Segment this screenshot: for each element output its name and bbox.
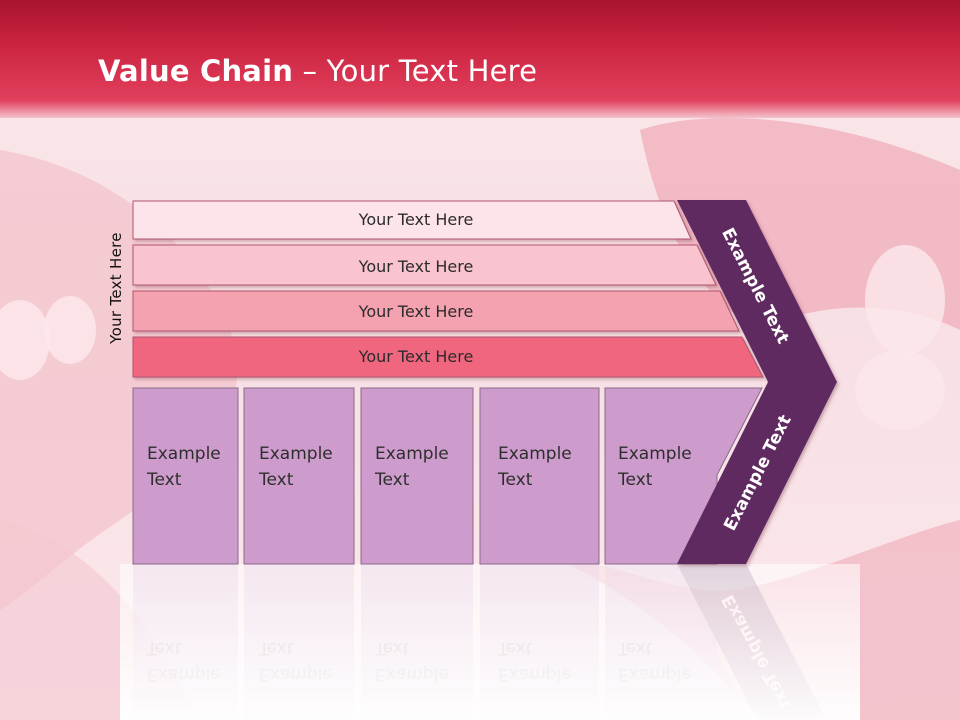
box-1-line-2: Text [146,470,182,490]
activity-box-4 [479,387,600,565]
activity-box-2 [243,387,355,565]
title-bold: Value Chain [98,54,294,88]
activity-box-3 [360,387,474,565]
page-title: Value Chain – Your Text Here [98,54,537,88]
box-2-line-1: Example [259,444,333,464]
bar-4-label: Your Text Here [358,347,474,366]
box-5-line-2: Text [617,470,653,490]
bar-4 [132,336,764,378]
margin-chevron [677,200,837,564]
reflection-fade [120,564,860,720]
box-3-line-1: Example [375,444,449,464]
bar-2 [132,244,717,286]
box-4-line-2: Text [497,470,533,490]
title-rest: – Your Text Here [293,54,538,88]
bar-2-label: Your Text Here [358,257,474,276]
bar-1-label: Your Text Here [358,210,474,229]
box-2-line-2: Text [258,470,294,490]
box-1-line-1: Example [147,444,221,464]
bar-3-label: Your Text Here [358,302,474,321]
box-5-line-1: Example [618,444,692,464]
box-4-line-1: Example [498,444,572,464]
header-band [0,0,960,118]
bar-3 [132,290,740,332]
bar-1 [132,200,692,240]
box-3-line-2: Text [374,470,410,490]
activity-box-1 [132,387,239,565]
